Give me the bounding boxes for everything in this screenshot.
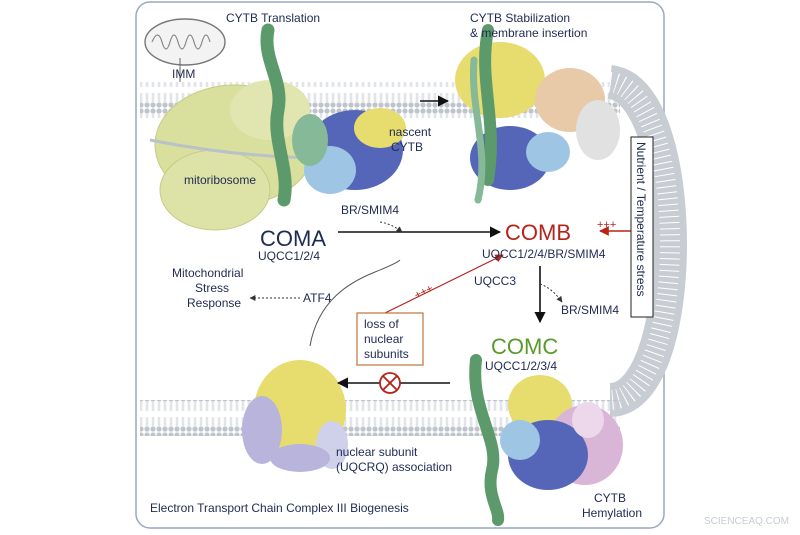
nascent-cytb-cluster xyxy=(260,23,406,207)
label-comb: COMB xyxy=(505,220,571,245)
label-footer: Electron Transport Chain Complex III Bio… xyxy=(150,501,409,515)
label-br-smim4-right: BR/SMIM4 xyxy=(561,303,619,317)
label-comb-subunits: UQCC1/2/4/BR/SMIM4 xyxy=(482,247,606,261)
label-nascent: nascent xyxy=(389,125,432,139)
label-br-smim4-top: BR/SMIM4 xyxy=(341,203,399,217)
label-stress-line3: Response xyxy=(187,296,241,310)
arrow-br-smim4-release xyxy=(539,283,563,303)
label-membrane-insertion: & membrane insertion xyxy=(470,26,587,40)
label-mitoribosome: mitoribosome xyxy=(184,173,256,187)
arrow-br-smim4-join xyxy=(379,221,403,233)
label-stress-line2: Stress xyxy=(195,281,229,295)
loss-of-nuclear-subunits-box xyxy=(356,312,424,366)
watermark: SCIENCEAQ.COM xyxy=(704,516,789,527)
label-uqcc3: UQCC3 xyxy=(474,274,516,288)
label-comc-subunits: UQCC1/2/3/4 xyxy=(485,359,557,373)
nutrient-stress-box xyxy=(630,136,654,318)
label-hemylation: Hemylation xyxy=(582,506,642,520)
label-loss-line3: subunits xyxy=(364,347,409,361)
label-coma: COMA xyxy=(260,226,326,251)
label-comc: COMC xyxy=(491,334,558,359)
label-nuclear-subunit: nuclear subunit xyxy=(336,445,418,459)
mitochondrion-icon xyxy=(144,18,226,66)
label-loss-line1: loss of xyxy=(364,317,399,331)
label-plus-right: +++ xyxy=(597,219,616,231)
label-nutrient-stress: Nutrient / Temperature stress xyxy=(634,142,648,297)
label-cytb: CYTB xyxy=(594,491,626,505)
label-atf4: ATF4 xyxy=(303,291,332,305)
label-cytb-translation: CYTB Translation xyxy=(226,11,320,25)
label-imm: IMM xyxy=(172,67,195,81)
label-uqcrq-association: (UQCRQ) association xyxy=(336,460,452,474)
brace-nuclear-loss xyxy=(309,259,401,347)
membrane-curve xyxy=(605,65,687,417)
label-nascent-cytb: CYTB xyxy=(391,140,423,154)
label-stress-line1: Mitochondrial xyxy=(172,266,243,280)
label-cytb-stabilization: CYTB Stabilization xyxy=(470,11,570,25)
arrow-loss-to-comb xyxy=(384,254,504,314)
cytb-stabilization-cluster xyxy=(455,24,620,204)
blocked-icon xyxy=(379,372,401,394)
nuclear-subunit-complex xyxy=(242,360,348,472)
label-loss-line2: nuclear xyxy=(364,332,403,346)
comc-cluster xyxy=(469,354,623,526)
label-coma-subunits: UQCC1/2/4 xyxy=(258,249,320,263)
